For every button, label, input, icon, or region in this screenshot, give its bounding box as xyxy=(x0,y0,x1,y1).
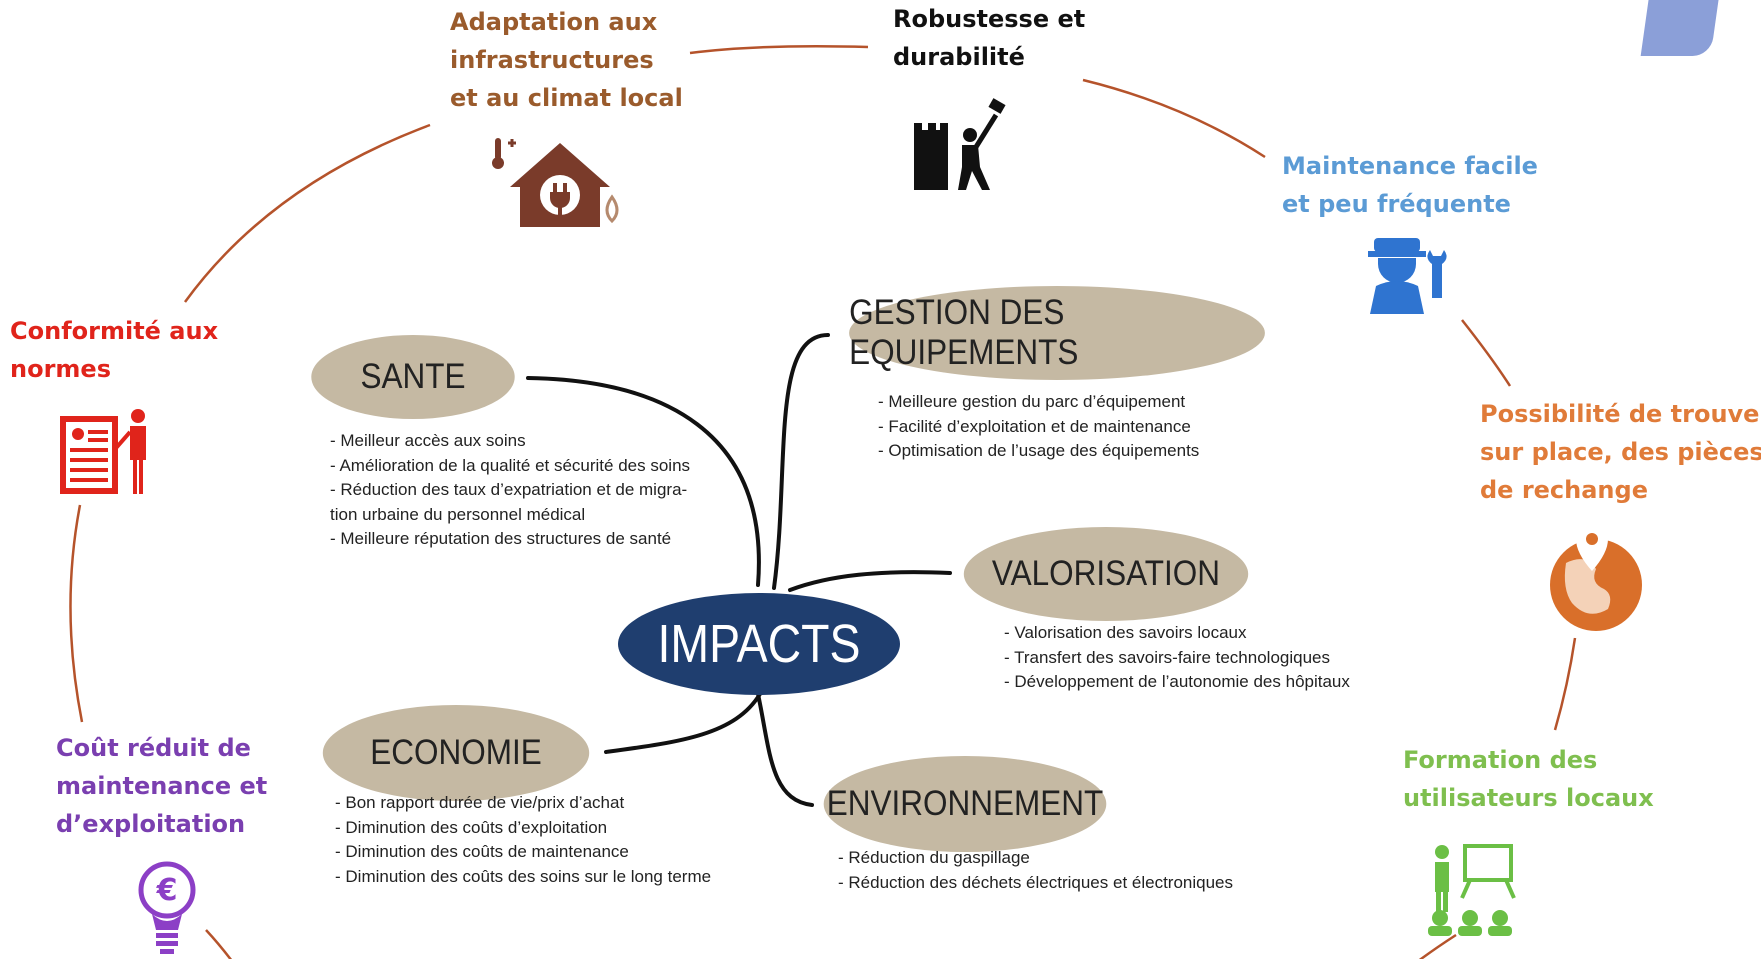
economie-bullet-3: - Diminution des coûts de maintenance xyxy=(335,842,629,861)
economie-bullet-1: - Bon rapport durée de vie/prix d’achat xyxy=(335,793,625,812)
category-environnement-label: ENVIRONNEMENT xyxy=(826,784,1104,823)
impacts-center-label: IMPACTS xyxy=(657,614,861,674)
sante-bullets: - Meilleur accès aux soins - Amélioratio… xyxy=(330,429,690,552)
economie-bullet-2: - Diminution des coûts d’exploitation xyxy=(335,817,608,837)
category-environnement: ENVIRONNEMENT xyxy=(823,756,1107,852)
valorisation-bullets: - Valorisation des savoirs locaux - Tran… xyxy=(1004,621,1350,695)
branch-environnement xyxy=(756,692,814,807)
environnement-bullet-1: - Réduction du gaspillage xyxy=(838,848,1030,867)
environnement-bullet-2: - Réduction des déchets électriques et é… xyxy=(838,872,1234,892)
sante-bullet-4: tion urbaine du personnel médical xyxy=(330,504,586,524)
ring-arc-cout-bottom xyxy=(205,929,233,959)
sante-bullet-3: - Réduction des taux d’expatriation et d… xyxy=(330,480,688,499)
environnement-bullets: - Réduction du gaspillage - Réduction de… xyxy=(838,846,1233,895)
criterion-robustesse-line-2: durabilité xyxy=(893,43,1025,71)
ring-arc-adaptation-robustesse xyxy=(689,45,869,55)
svg-text:€: € xyxy=(156,873,178,908)
criterion-maintenance-line-2: et peu fréquente xyxy=(1282,190,1511,218)
valorisation-bullet-3: - Développement de l’autonomie des hôpit… xyxy=(1004,672,1350,691)
criterion-formation: Formation des utilisateurs locaux xyxy=(1403,741,1654,817)
hammer-worker-icon xyxy=(914,98,1006,190)
criterion-robustesse-line-1: Robustesse et xyxy=(893,5,1086,33)
branch-sante xyxy=(526,376,761,587)
criterion-pieces-line-3: de rechange xyxy=(1480,476,1648,504)
branch-economie xyxy=(604,692,762,754)
euro-bulb-icon: € xyxy=(138,861,196,954)
gestion-bullets: - Meilleure gestion du parc d’équipement… xyxy=(878,390,1199,464)
criterion-conformite-line-2: normes xyxy=(10,355,111,383)
gestion-bullet-1: - Meilleure gestion du parc d’équipement xyxy=(878,392,1186,411)
globe-pin-icon xyxy=(1550,533,1642,631)
sante-bullet-5: - Meilleure réputation des structures de… xyxy=(330,529,672,548)
category-economie: ECONOMIE xyxy=(322,705,590,801)
house-plug-icon xyxy=(492,138,619,227)
branch-valorisation xyxy=(788,570,952,592)
criterion-conformite-line-1: Conformité aux xyxy=(10,317,219,345)
criterion-adaptation-line-2: infrastructures xyxy=(450,46,654,74)
mind-map-branches xyxy=(526,333,952,807)
criterion-adaptation: Adaptation aux infrastructures et au cli… xyxy=(450,3,683,117)
branch-gestion xyxy=(772,333,830,590)
sante-bullet-1: - Meilleur accès aux soins xyxy=(330,431,526,450)
ring-arc-pieces-formation xyxy=(1553,637,1577,731)
criterion-maintenance-line-1: Maintenance facile xyxy=(1282,152,1538,180)
criterion-maintenance: Maintenance facile et peu fréquente xyxy=(1282,147,1538,223)
technician-icon xyxy=(1368,238,1447,314)
criterion-cout-line-1: Coût réduit de xyxy=(56,734,251,762)
category-valorisation: VALORISATION xyxy=(963,527,1249,621)
criterion-conformite: Conformité aux normes xyxy=(10,312,218,388)
criterion-formation-line-1: Formation des xyxy=(1403,746,1598,774)
category-economie-label: ECONOMIE xyxy=(370,733,542,772)
impacts-center-node: IMPACTS xyxy=(618,593,900,695)
outer-ring xyxy=(69,45,1577,959)
ring-arc-formation-bottom xyxy=(1418,933,1457,959)
ring-arc-maintenance-pieces xyxy=(1461,319,1512,387)
criterion-cout: Coût réduit de maintenance et d’exploita… xyxy=(56,729,267,843)
category-gestion-label: GESTION DES EQUIPEMENTS xyxy=(849,293,1079,372)
criterion-pieces: Possibilité de trouver, sur place, des p… xyxy=(1480,395,1761,509)
economie-bullet-4: - Diminution des coûts des soins sur le … xyxy=(335,866,712,886)
ring-arc-cout-conformite xyxy=(69,504,84,723)
criterion-adaptation-line-1: Adaptation aux xyxy=(450,8,658,36)
criterion-formation-line-2: utilisateurs locaux xyxy=(1403,784,1654,812)
ring-arc-conformite-adaptation xyxy=(183,123,431,303)
category-sante-label: SANTE xyxy=(360,357,466,396)
gestion-bullet-3: - Optimisation de l’usage des équipement… xyxy=(878,441,1200,460)
category-valorisation-label: VALORISATION xyxy=(991,554,1221,593)
criterion-pieces-line-1: Possibilité de trouver, xyxy=(1480,400,1761,428)
criterion-cout-line-3: d’exploitation xyxy=(56,810,246,838)
criterion-cout-line-2: maintenance et xyxy=(56,772,268,800)
category-gestion: GESTION DES EQUIPEMENTS xyxy=(849,286,1265,380)
valorisation-bullet-2: - Transfert des savoirs-faire technologi… xyxy=(1004,647,1330,667)
ring-arc-robustesse-maintenance xyxy=(1082,78,1266,159)
sante-bullet-2: - Amélioration de la qualité et sécurité… xyxy=(330,455,691,475)
category-sante: SANTE xyxy=(311,335,515,419)
criterion-pieces-line-2: sur place, des pièces xyxy=(1480,438,1761,466)
valorisation-bullet-1: - Valorisation des savoirs locaux xyxy=(1004,623,1247,642)
criterion-robustesse: Robustesse et durabilité xyxy=(893,0,1085,76)
gestion-bullet-2: - Facilité d’exploitation et de maintena… xyxy=(878,416,1191,436)
criterion-adaptation-line-3: et au climat local xyxy=(450,84,683,112)
training-icon xyxy=(1428,844,1516,936)
certificate-presenter-icon xyxy=(60,409,146,494)
economie-bullets: - Bon rapport durée de vie/prix d’achat … xyxy=(335,791,711,889)
